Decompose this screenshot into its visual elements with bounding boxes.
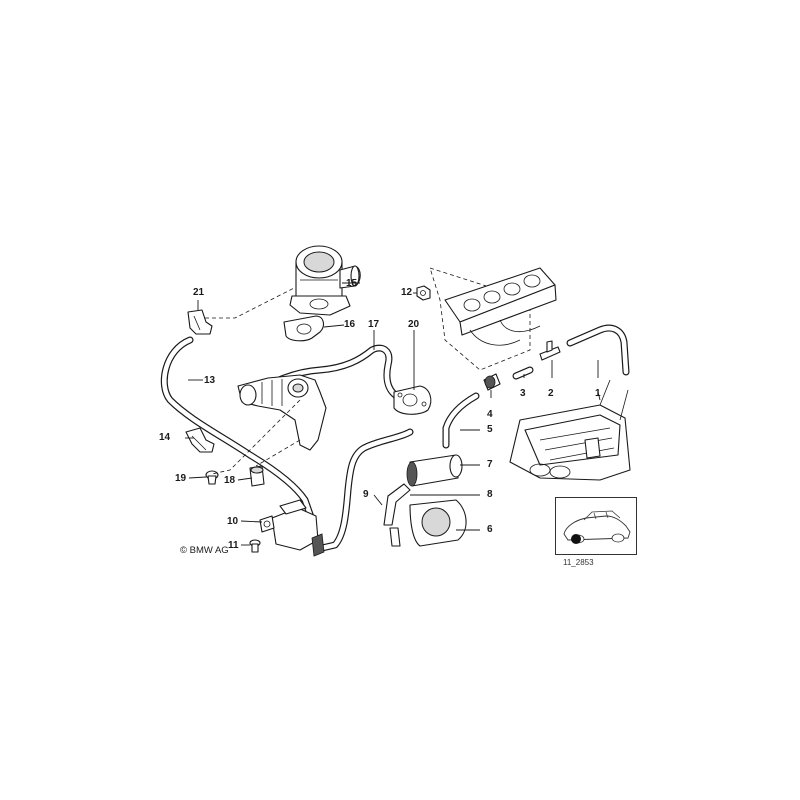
nut-12[interactable] bbox=[416, 285, 431, 301]
clamp-6[interactable] bbox=[409, 499, 467, 547]
hose-9[interactable] bbox=[318, 428, 414, 552]
leader-lines bbox=[185, 282, 601, 546]
pipe-17[interactable] bbox=[237, 344, 404, 451]
gasket-16[interactable] bbox=[283, 315, 325, 342]
label-17: 17 bbox=[368, 319, 380, 330]
label-6: 6 bbox=[487, 524, 493, 535]
actuator-7[interactable] bbox=[406, 454, 463, 487]
diagram-code: 11_2853 bbox=[563, 558, 594, 567]
label-4: 4 bbox=[487, 409, 493, 420]
label-2: 2 bbox=[548, 388, 554, 399]
intake-manifold bbox=[509, 379, 631, 481]
hose-3[interactable] bbox=[512, 366, 534, 380]
hose-5[interactable] bbox=[442, 392, 480, 449]
label-15: 15 bbox=[346, 278, 358, 289]
label-10: 10 bbox=[227, 516, 239, 527]
reference-line-2 bbox=[255, 439, 301, 467]
valve-15[interactable] bbox=[289, 245, 361, 316]
label-9: 9 bbox=[363, 489, 369, 500]
label-11: 11 bbox=[228, 540, 239, 551]
label-8: 8 bbox=[487, 489, 493, 500]
vehicle-reference-thumbnail bbox=[555, 497, 637, 555]
label-12: 12 bbox=[401, 287, 413, 298]
label-20: 20 bbox=[408, 319, 420, 330]
location-marker bbox=[571, 534, 581, 544]
label-13: 13 bbox=[204, 375, 216, 386]
flange-20[interactable] bbox=[393, 385, 432, 415]
manifold-outline bbox=[429, 267, 531, 371]
filter-4[interactable] bbox=[483, 373, 501, 391]
reference-line-3 bbox=[211, 399, 301, 475]
bracket-8[interactable] bbox=[383, 483, 411, 547]
solenoid-10[interactable] bbox=[259, 499, 325, 557]
exhaust-manifold bbox=[444, 267, 557, 346]
label-18: 18 bbox=[224, 475, 236, 486]
label-14: 14 bbox=[159, 432, 171, 443]
hose-13[interactable] bbox=[160, 336, 316, 524]
t-connector-2[interactable] bbox=[539, 340, 561, 361]
label-16: 16 bbox=[344, 319, 356, 330]
label-19: 19 bbox=[175, 473, 187, 484]
clip-14[interactable] bbox=[185, 427, 215, 453]
screw-11[interactable] bbox=[249, 539, 261, 553]
label-1: 1 bbox=[595, 388, 601, 399]
car-icon bbox=[563, 510, 631, 544]
label-7: 7 bbox=[487, 459, 493, 470]
reference-line bbox=[205, 284, 301, 319]
hose-1[interactable] bbox=[566, 324, 630, 376]
label-3: 3 bbox=[520, 388, 526, 399]
clip-21[interactable] bbox=[187, 309, 213, 335]
copyright-text: © BMW AG bbox=[180, 545, 229, 556]
label-21: 21 bbox=[193, 287, 205, 298]
label-5: 5 bbox=[487, 424, 493, 435]
mount-18[interactable] bbox=[249, 465, 265, 487]
